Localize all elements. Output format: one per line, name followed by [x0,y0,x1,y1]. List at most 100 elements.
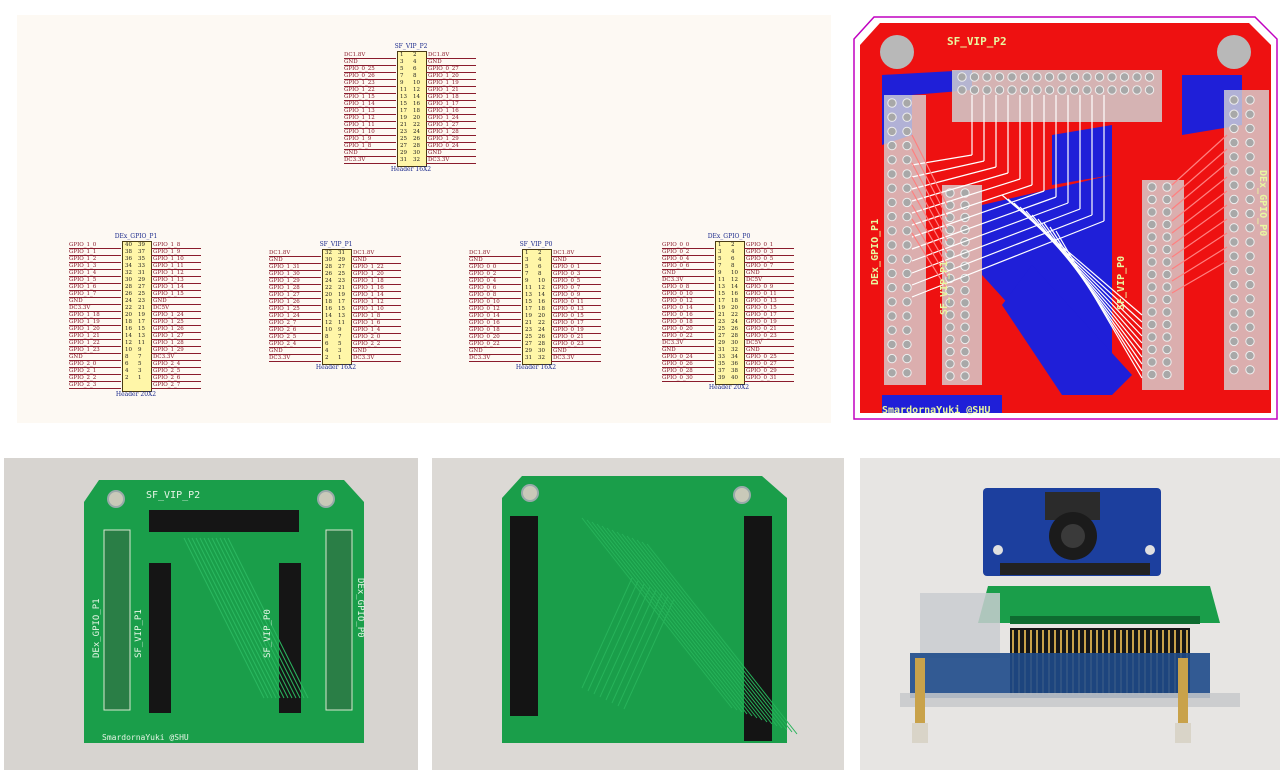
pin-label: GPIO_1_29 [269,278,300,284]
pin-wire [351,333,401,334]
pin-label: GPIO_2_7 [153,382,181,388]
pin-label: GND [153,298,167,304]
pin-label: GPIO_1_26 [269,299,300,305]
pcb-pad [1162,269,1172,280]
pcb-pad [1147,244,1157,255]
pin-wire [69,360,121,361]
pin-label: GPIO_0_8 [662,284,690,290]
pin-number: 13 [400,94,407,100]
pin-label: GPIO_1_12 [344,115,375,121]
pin-label: GPIO_0_0 [469,264,497,270]
pin-label: GPIO_0_25 [344,66,375,72]
pin-number: 2 [413,52,417,58]
adapter-board [978,586,1220,623]
pin-label: GPIO_1_10 [344,129,375,135]
pcb-pad [1147,319,1157,330]
pin-number: 24 [125,298,132,304]
pin-label: GPIO_0_29 [746,368,777,374]
pin-wire [344,142,396,143]
pcb-pad [994,72,1005,82]
pcb-pad [902,240,912,250]
pcb-trace [911,190,948,254]
pin-wire [269,354,321,355]
pin-number: 18 [413,108,420,114]
pin-label: GND [428,150,442,156]
pcb-pad [960,200,970,210]
pin-label: GPIO_1_14 [353,292,384,298]
board-trace [219,537,301,699]
pin-label: GPIO_0_16 [469,320,500,326]
pcb-trace [911,166,997,190]
pin-number: 21 [138,305,145,311]
assembled-stack-drawing [860,458,1280,770]
pcb-pad [887,268,897,279]
pin-number: 26 [413,136,420,142]
pin-wire [469,319,521,320]
pin-label: GPIO_0_19 [553,327,584,333]
pin-label: GPIO_1_7 [69,291,97,297]
pin-number: 2 [325,355,329,361]
pcb-pad [1094,85,1105,95]
pin-wire [151,255,201,256]
pcb-pad [887,197,897,208]
pin-number: 19 [400,115,407,121]
pin-label: DC1.8V [353,250,375,256]
pcb-pad [1144,85,1155,95]
pin-number: 16 [413,101,420,107]
pin-label: GPIO_1_4 [69,270,97,276]
pin-number: 7 [338,334,342,340]
pin-number: 22 [325,285,332,291]
pcb-trace [1171,148,1228,198]
pcb-pad [1245,194,1255,205]
pin-wire [744,353,794,354]
board-trace [616,531,768,723]
pin-label: GPIO_1_6 [353,320,381,326]
pin-label: DC3.3V [153,354,175,360]
pin-number: 10 [731,270,738,276]
pcb-pad [1119,72,1130,82]
pin-label: GPIO_0_8 [469,292,497,298]
pcb-label-left: DEx_GPIO_P1 [870,219,881,285]
pin-number: 35 [718,361,725,367]
pin-wire [269,361,321,362]
pin-label: GPIO_0_18 [469,327,500,333]
pin-number: 25 [138,291,145,297]
board-trace [191,537,273,699]
pin-wire [69,304,121,305]
pcb-pad [902,268,912,279]
pin-label: GPIO_0_26 [344,73,375,79]
pin-wire [426,72,476,73]
pin-number: 40 [125,242,132,248]
pin-number: 9 [525,278,529,284]
pcb-pad [1229,95,1239,105]
pin-number: 14 [413,94,420,100]
pin-wire [426,121,476,122]
pin-wire [469,298,521,299]
pin-wire [269,270,321,271]
pin-wire [744,255,794,256]
pin-wire [151,276,201,277]
pin-number: 26 [125,291,132,297]
pin-wire [469,312,521,313]
pin-wire [662,297,714,298]
pcb-pad [1144,72,1155,82]
board-trace [631,537,783,729]
pin-label: GPIO_0_7 [746,263,774,269]
pin-wire [151,353,201,354]
pcb-pad [1032,85,1042,95]
pcb-pad [945,334,955,345]
pin-wire [151,318,201,319]
pin-wire [551,256,601,257]
pin-wire [69,255,121,256]
pin-number: 23 [400,129,407,135]
board-trace [581,577,633,689]
pcb-pad [1245,294,1255,304]
pin-wire [344,65,396,66]
pin-wire [551,312,601,313]
pcb-pad [1229,308,1239,318]
front-label-left: DEx_GPIO_P1 [92,598,102,658]
pcb-pad [1229,166,1239,176]
pcb-pad [1057,72,1067,82]
pin-number: 27 [338,264,345,270]
pcb-pad [945,310,955,320]
